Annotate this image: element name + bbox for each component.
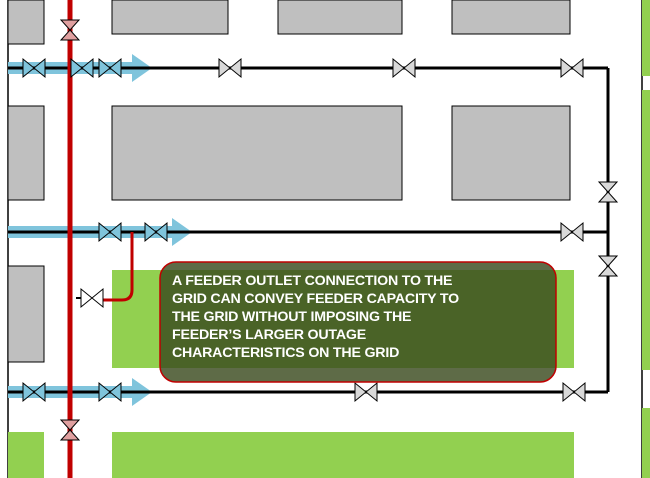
grid-switch-icon[interactable] (560, 222, 584, 242)
grid-switch-icon[interactable] (218, 58, 242, 78)
feeder-switch-icon[interactable] (60, 19, 80, 41)
green-area (8, 432, 44, 478)
callout-box (159, 261, 557, 383)
green-area (112, 432, 574, 478)
green-area (642, 90, 650, 370)
grid-switch-icon[interactable] (392, 58, 416, 78)
grid-switch-icon[interactable] (598, 255, 618, 277)
grid-switch-icon[interactable] (98, 222, 122, 242)
callout-text: A FEEDER OUTLET CONNECTION TO THE GRID C… (172, 273, 459, 361)
grid-switch-icon[interactable] (70, 58, 94, 78)
grid-switch-icon[interactable] (560, 58, 584, 78)
grid-switch-icon[interactable] (562, 382, 586, 402)
building-block (111, 0, 229, 35)
grid-switch-icon[interactable] (354, 382, 378, 402)
grid-switch-icon[interactable] (22, 58, 46, 78)
grid-switch-icon[interactable] (144, 222, 168, 242)
building-block (451, 0, 571, 35)
building-block (451, 105, 571, 201)
green-area (642, 408, 650, 478)
building-block (7, 265, 45, 363)
building-block (7, 0, 45, 45)
outlet-switch-icon[interactable] (80, 288, 104, 308)
building-block (277, 0, 403, 35)
feeder-outlet-connection (100, 232, 134, 302)
grid-switch-icon[interactable] (98, 58, 122, 78)
grid-switch-icon[interactable] (22, 382, 46, 402)
building-block (7, 105, 45, 201)
grid-switch-icon[interactable] (98, 382, 122, 402)
feeder-switch-icon[interactable] (60, 419, 80, 441)
building-block (111, 105, 403, 201)
green-area (642, 0, 650, 76)
grid-switch-icon[interactable] (598, 181, 618, 203)
